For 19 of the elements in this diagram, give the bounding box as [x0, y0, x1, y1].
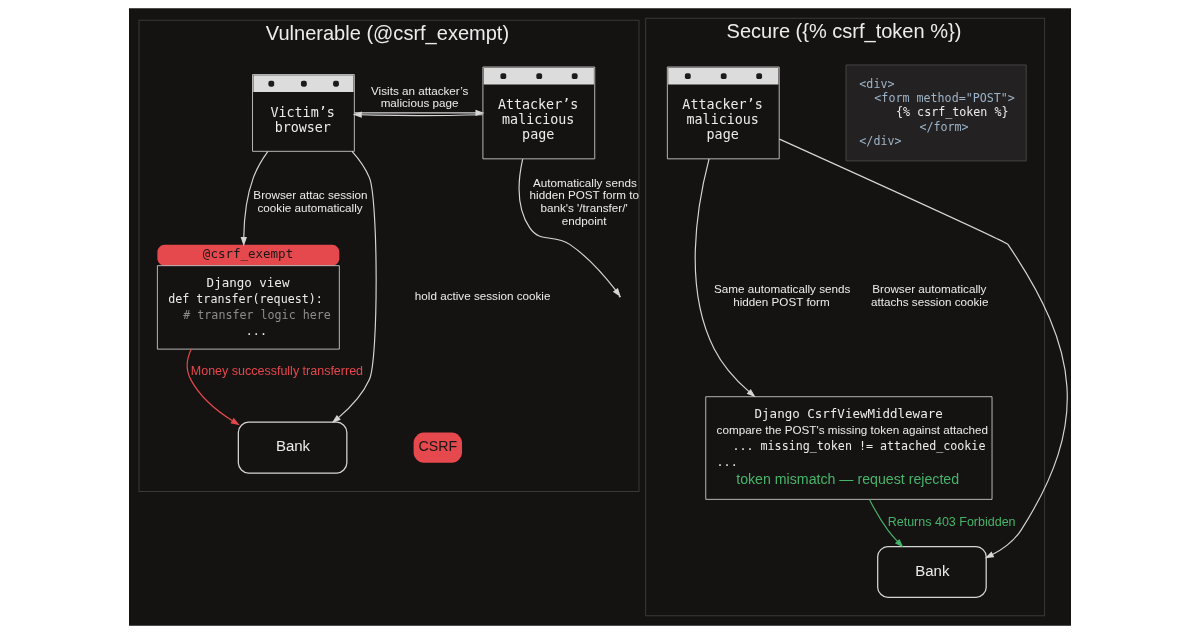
label: CSRF: [418, 438, 458, 455]
node-box: Bank: [237, 421, 348, 474]
label: hold active session cookie: [414, 288, 551, 302]
arrow: [331, 150, 377, 424]
arrow: [778, 138, 1068, 559]
node-box: Bank: [877, 545, 987, 599]
edge-label: Visits an attacker’s malicious page: [371, 83, 469, 110]
arrow: [186, 348, 240, 426]
edge-label: Automatically sends hidden POST form to bank's '/transfer/' endpoint: [529, 175, 640, 227]
edge-label: Money successfully transferred: [190, 364, 364, 379]
arrow: [868, 498, 904, 548]
arrow: [518, 158, 621, 298]
label: Browser automatically attachs session cookie: [871, 282, 989, 308]
arrow: [240, 151, 269, 247]
edge-label: Returns 403 Forbidden: [887, 514, 1016, 529]
edge-label: Browser attac session cookie automatically: [253, 188, 368, 214]
edge-label: Same automatically sends hidden POST form: [714, 282, 851, 308]
node-label: @csrf_exempt: [202, 246, 294, 262]
arrow: [694, 158, 756, 398]
